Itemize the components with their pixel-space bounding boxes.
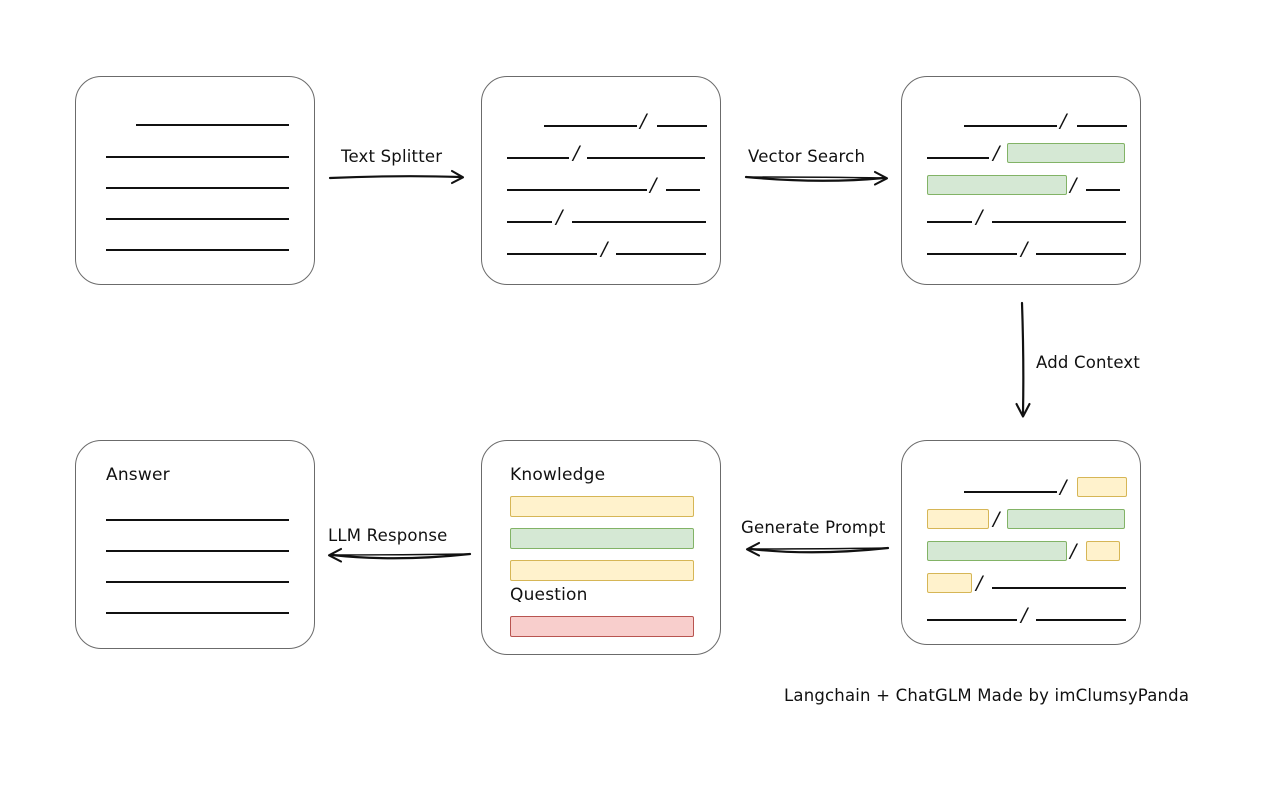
edge-label-vector-search: Vector Search	[748, 147, 866, 166]
knowledge-label: Knowledge	[510, 465, 606, 485]
doc-line	[657, 125, 707, 127]
doc-line	[1077, 125, 1127, 127]
knowledge-bar	[510, 560, 694, 581]
doc-line	[927, 619, 1017, 621]
doc-line	[666, 189, 700, 191]
chunk-separator-icon: /	[976, 572, 983, 595]
chunk-separator-icon: /	[993, 508, 1000, 531]
edge-arrow-add-context	[1015, 301, 1031, 418]
node-source-document[interactable]	[75, 76, 315, 285]
answer-label: Answer	[106, 465, 170, 485]
doc-line	[106, 218, 289, 220]
edge-arrow-generate-prompt	[745, 541, 890, 557]
footer-credit: Langchain + ChatGLM Made by imClumsyPand…	[784, 686, 1190, 705]
node-matched-chunks[interactable]: / / / / /	[901, 76, 1141, 285]
doc-line	[992, 221, 1126, 223]
question-label: Question	[510, 585, 588, 605]
doc-line	[1036, 619, 1126, 621]
doc-line	[587, 157, 705, 159]
question-bar	[510, 616, 694, 637]
context-chunk-highlight	[1086, 541, 1120, 561]
matched-chunk-highlight	[1007, 143, 1125, 163]
chunk-separator-icon: /	[650, 174, 657, 197]
doc-line	[106, 519, 289, 521]
node-answer[interactable]: Answer	[75, 440, 315, 649]
doc-line	[964, 491, 1057, 493]
doc-line	[507, 253, 597, 255]
doc-line	[507, 221, 552, 223]
doc-line	[927, 253, 1017, 255]
chunk-separator-icon: /	[993, 142, 1000, 165]
doc-line	[507, 189, 647, 191]
doc-line	[572, 221, 706, 223]
matched-chunk-highlight	[927, 175, 1067, 195]
doc-line	[106, 612, 289, 614]
matched-chunk-highlight	[1007, 509, 1125, 529]
node-prompt[interactable]: Knowledge Question	[481, 440, 721, 655]
doc-line	[106, 249, 289, 251]
chunk-separator-icon: /	[1070, 540, 1077, 563]
context-chunk-highlight	[927, 509, 989, 529]
chunk-separator-icon: /	[1021, 604, 1028, 627]
chunk-separator-icon: /	[1060, 110, 1067, 133]
doc-line	[106, 550, 289, 552]
edge-label-add-context: Add Context	[1036, 353, 1141, 372]
chunk-separator-icon: /	[1021, 238, 1028, 261]
doc-line	[106, 187, 289, 189]
chunk-separator-icon: /	[1060, 476, 1067, 499]
context-chunk-highlight	[1077, 477, 1127, 497]
doc-line	[927, 221, 972, 223]
chunk-separator-icon: /	[976, 206, 983, 229]
matched-chunk-highlight	[927, 541, 1067, 561]
node-split-chunks[interactable]: / / / / /	[481, 76, 721, 285]
edge-arrow-llm-response	[327, 547, 472, 563]
knowledge-bar	[510, 528, 694, 549]
doc-line	[927, 157, 989, 159]
knowledge-bar	[510, 496, 694, 517]
doc-line	[964, 125, 1057, 127]
doc-line	[1036, 253, 1126, 255]
doc-line	[136, 124, 289, 126]
chunk-separator-icon: /	[601, 238, 608, 261]
chunk-separator-icon: /	[573, 142, 580, 165]
edge-arrow-vector-search	[744, 170, 889, 186]
edge-label-text-splitter: Text Splitter	[341, 147, 443, 166]
chunk-separator-icon: /	[556, 206, 563, 229]
doc-line	[507, 157, 569, 159]
doc-line	[1086, 189, 1120, 191]
doc-line	[992, 587, 1126, 589]
doc-line	[616, 253, 706, 255]
node-context-chunks[interactable]: / / / / /	[901, 440, 1141, 645]
doc-line	[106, 581, 289, 583]
context-chunk-highlight	[927, 573, 972, 593]
edge-arrow-text-splitter	[328, 169, 465, 185]
doc-line	[544, 125, 637, 127]
chunk-separator-icon: /	[1070, 174, 1077, 197]
edge-label-llm-response: LLM Response	[328, 526, 448, 545]
edge-label-generate-prompt: Generate Prompt	[741, 518, 886, 537]
doc-line	[106, 156, 289, 158]
chunk-separator-icon: /	[640, 110, 647, 133]
